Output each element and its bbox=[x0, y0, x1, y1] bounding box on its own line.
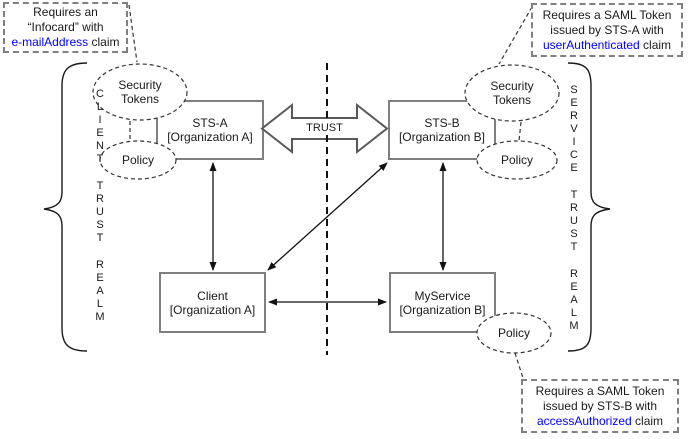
callout-line: Requires a SAML Token bbox=[542, 7, 672, 22]
node-title: MyService bbox=[414, 288, 471, 303]
saml-stsb-callout: Requires a SAML Token issued by STS-B wi… bbox=[521, 379, 679, 433]
node-subtitle: [Organization A] bbox=[167, 130, 253, 144]
sts-b-security-tokens-ellipse bbox=[464, 64, 560, 122]
node-subtitle: [Organization B] bbox=[398, 130, 486, 144]
claim-suffix: claim bbox=[88, 35, 120, 49]
sts-b-security-tokens-label: Security Tokens bbox=[490, 79, 534, 107]
callout-claim-line: accessAuthorized claim bbox=[537, 414, 663, 429]
top-right-callout-leader bbox=[498, 6, 533, 65]
myservice-box bbox=[389, 272, 496, 333]
sts-a-security-tokens-label: Security Tokens bbox=[118, 78, 162, 106]
claim-text: userAuthenticated bbox=[542, 37, 640, 52]
claim-suffix: claim bbox=[639, 37, 672, 52]
sts-b-ellipse-connector bbox=[518, 121, 522, 142]
client-realm-brace bbox=[43, 62, 88, 352]
trust-arrow-label-wrap: TRUST bbox=[262, 117, 387, 139]
sts-b-label: STS-B [Organization B] bbox=[389, 101, 495, 159]
callout-claim-line: userAuthenticated claim bbox=[543, 38, 671, 53]
sts-a-policy-label: Policy bbox=[121, 153, 154, 167]
bottom-right-callout-leader bbox=[514, 352, 524, 379]
claim-text: accessAuthorized bbox=[536, 413, 632, 428]
saml-stsa-callout: Requires a SAML Token issued by STS-A wi… bbox=[531, 3, 683, 57]
node-title: Client bbox=[197, 288, 228, 303]
service-realm-brace bbox=[567, 62, 611, 352]
callout-line: “Infocard” with bbox=[27, 20, 104, 34]
client-label: Client [Organization A] bbox=[160, 273, 265, 332]
callout-line: issued by STS-A with bbox=[550, 22, 664, 37]
trust-arrow-label: TRUST bbox=[304, 122, 345, 134]
top-left-callout-leader bbox=[128, 4, 138, 63]
myservice-label: MyService [Organization B] bbox=[390, 273, 495, 332]
node-title: STS-B bbox=[424, 116, 460, 130]
infocard-callout: Requires an “Infocard” with e-mailAddres… bbox=[3, 2, 128, 53]
sts-a-label: STS-A [Organization A] bbox=[157, 101, 263, 159]
arrow-client-stsb-diagonal bbox=[267, 162, 388, 271]
node-subtitle: [Organization B] bbox=[399, 302, 486, 317]
callout-line: Requires a SAML Token bbox=[535, 383, 665, 398]
node-subtitle: [Organization A] bbox=[169, 302, 256, 317]
sts-a-security-tokens-ellipse bbox=[92, 63, 188, 121]
callout-line: Requires an bbox=[33, 5, 98, 19]
callout-claim-line: e-mailAddress claim bbox=[11, 35, 119, 50]
client-box bbox=[159, 272, 266, 333]
claim-text: e-mailAddress bbox=[11, 35, 89, 49]
sts-b-policy-label: Policy bbox=[500, 153, 533, 167]
myservice-policy-ellipse bbox=[476, 312, 552, 354]
callout-line: issued by STS-B with bbox=[542, 398, 658, 413]
sts-b-policy-ellipse bbox=[476, 140, 558, 180]
node-title: STS-A bbox=[192, 116, 228, 130]
claim-suffix: claim bbox=[631, 413, 664, 428]
sts-a-policy-ellipse bbox=[99, 140, 177, 180]
myservice-policy-label: Policy bbox=[497, 326, 530, 340]
